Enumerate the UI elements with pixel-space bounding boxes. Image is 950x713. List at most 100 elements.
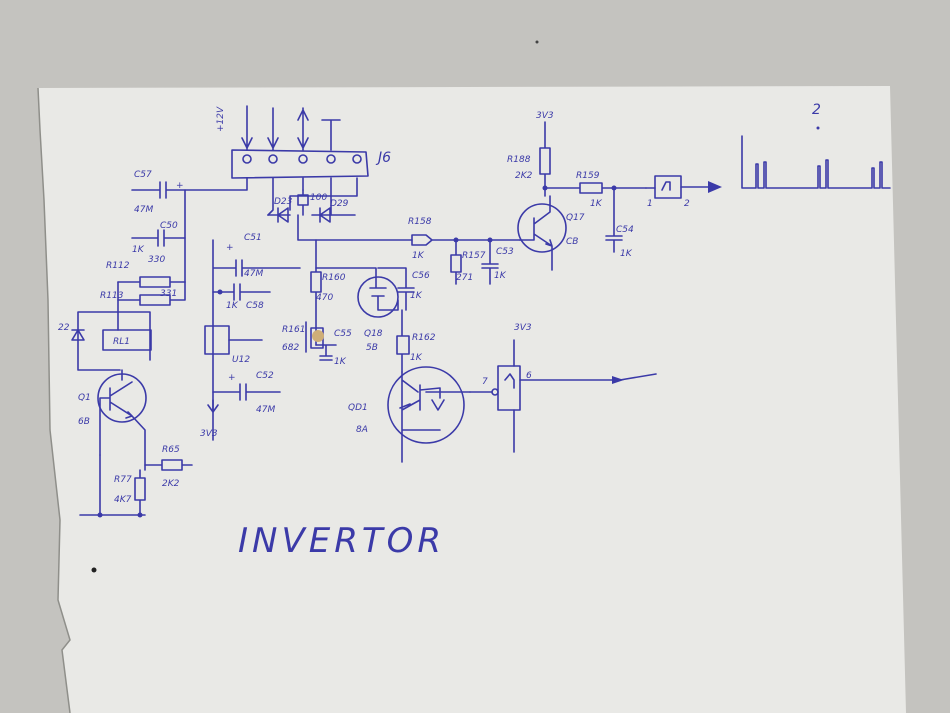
svg-text:D23: D23 <box>274 197 293 207</box>
svg-text:331: 331 <box>160 289 177 299</box>
svg-text:+: + <box>176 181 184 191</box>
resistor-r161: R161 682 <box>282 321 324 353</box>
transistor-q18: Q18 5B <box>315 267 399 353</box>
resistor-r77: R77 4K7 <box>79 454 146 518</box>
capacitor-c52: + C52 47M <box>212 371 281 415</box>
svg-text:Q17: Q17 <box>566 213 585 223</box>
svg-text:Q1: Q1 <box>78 393 91 403</box>
resistor-r65: R65 2K2 <box>144 445 193 489</box>
svg-text:R65: R65 <box>162 445 180 455</box>
output-waveform <box>741 135 891 189</box>
svg-text:D29: D29 <box>330 199 349 209</box>
resistor-r159: R159 1K <box>544 171 647 209</box>
svg-text:Q18: Q18 <box>364 329 383 339</box>
svg-text:C55: C55 <box>334 329 352 339</box>
svg-text:R157: R157 <box>462 251 486 261</box>
svg-text:+: + <box>226 243 234 253</box>
svg-text:C57: C57 <box>134 170 152 180</box>
resistor-r188: 3V3 R188 2K2 <box>507 111 554 197</box>
svg-text:2K2: 2K2 <box>162 479 180 489</box>
diode-resistor-network: D23 100 D29 <box>267 189 413 241</box>
svg-text:R159: R159 <box>576 171 600 181</box>
svg-text:C50: C50 <box>160 221 178 231</box>
schmitt-gate-2: 7 6 3V3 <box>469 323 657 453</box>
capacitor-c55: C55 1K <box>315 329 352 367</box>
paper-stain <box>312 330 324 342</box>
svg-text:C53: C53 <box>496 247 514 257</box>
svg-text:CB: CB <box>566 237 578 247</box>
svg-text:1K: 1K <box>132 245 145 255</box>
svg-text:C56: C56 <box>412 271 430 281</box>
svg-text:RL1: RL1 <box>113 337 130 347</box>
capacitor-c56: C56 1K <box>377 267 430 311</box>
svg-text:C58: C58 <box>246 301 264 311</box>
svg-text:R113: R113 <box>100 291 124 301</box>
resistor-r113: R113 331 <box>100 281 186 306</box>
regulator-u12: U12 3V3 <box>200 325 263 439</box>
paper-torn-edge <box>37 87 71 713</box>
svg-text:1K: 1K <box>410 291 423 301</box>
svg-text:R77: R77 <box>114 475 132 485</box>
svg-text:3V3: 3V3 <box>200 429 218 439</box>
svg-text:8A: 8A <box>356 425 368 435</box>
page-number: 2 <box>812 102 821 118</box>
transistor-q1: Q1 6B <box>78 369 147 471</box>
svg-text:C54: C54 <box>616 225 634 235</box>
connector-j6: +12V J6 <box>216 105 391 179</box>
svg-text:3V3: 3V3 <box>514 323 532 333</box>
transistor-q17: Q17 CB <box>517 195 585 271</box>
svg-text:QD1: QD1 <box>348 403 368 413</box>
svg-text:R162: R162 <box>412 333 436 343</box>
svg-text:100: 100 <box>310 193 327 203</box>
svg-text:1K: 1K <box>334 357 347 367</box>
svg-text:47M: 47M <box>244 269 263 279</box>
svg-text:682: 682 <box>282 343 299 353</box>
svg-text:R188: R188 <box>507 155 531 165</box>
capacitor-c50: C50 1K <box>131 221 186 255</box>
svg-text:47M: 47M <box>134 205 153 215</box>
svg-text:+: + <box>228 373 236 383</box>
schmitt-gate-1: 1 2 <box>645 175 722 209</box>
resistor-r157: R157 271 <box>450 237 486 285</box>
svg-text:R158: R158 <box>408 217 432 227</box>
svg-text:47M: 47M <box>256 405 275 415</box>
j6-wiring <box>184 177 358 283</box>
stray-dot <box>91 567 97 573</box>
svg-text:7: 7 <box>482 377 488 387</box>
svg-text:1K: 1K <box>620 249 633 259</box>
svg-text:4K7: 4K7 <box>114 495 132 505</box>
capacitor-c58: 1K C58 <box>212 283 271 311</box>
connector-label: J6 <box>375 150 391 166</box>
svg-text:C51: C51 <box>244 233 262 243</box>
svg-text:1K: 1K <box>494 271 507 281</box>
svg-text:1: 1 <box>647 199 653 209</box>
svg-text:271: 271 <box>456 273 473 283</box>
capacitor-c54: C54 1K <box>605 185 634 259</box>
svg-text:6: 6 <box>526 371 532 381</box>
svg-text:3V3: 3V3 <box>536 111 554 121</box>
svg-text:1K: 1K <box>226 301 239 311</box>
svg-text:C52: C52 <box>256 371 274 381</box>
capacitor-c57: + C57 47M <box>131 170 186 215</box>
resistor-r112: R112 330 <box>106 255 186 288</box>
paper-sheet <box>38 86 906 713</box>
svg-text:470: 470 <box>316 293 333 303</box>
supply-top-label: +12V <box>216 106 226 132</box>
svg-text:6B: 6B <box>78 417 90 427</box>
transistor-qd1: QD1 8A <box>348 366 471 463</box>
resistor-r162: R162 1K <box>396 309 436 373</box>
svg-text:U12: U12 <box>232 355 250 365</box>
svg-text:1K: 1K <box>590 199 603 209</box>
relay-rl1: RL1 22 <box>58 281 152 371</box>
diagram-title: INVERTOR <box>238 521 445 561</box>
svg-text:22: 22 <box>58 323 70 333</box>
resistor-r158: R158 1K <box>408 217 521 261</box>
svg-text:R161: R161 <box>282 325 305 335</box>
svg-text:5B: 5B <box>366 343 378 353</box>
capacitor-c53: C53 1K <box>481 237 514 285</box>
svg-text:1K: 1K <box>412 251 425 261</box>
svg-text:330: 330 <box>148 255 165 265</box>
svg-text:2: 2 <box>684 199 690 209</box>
capacitor-c51: + C51 47M <box>212 233 301 441</box>
